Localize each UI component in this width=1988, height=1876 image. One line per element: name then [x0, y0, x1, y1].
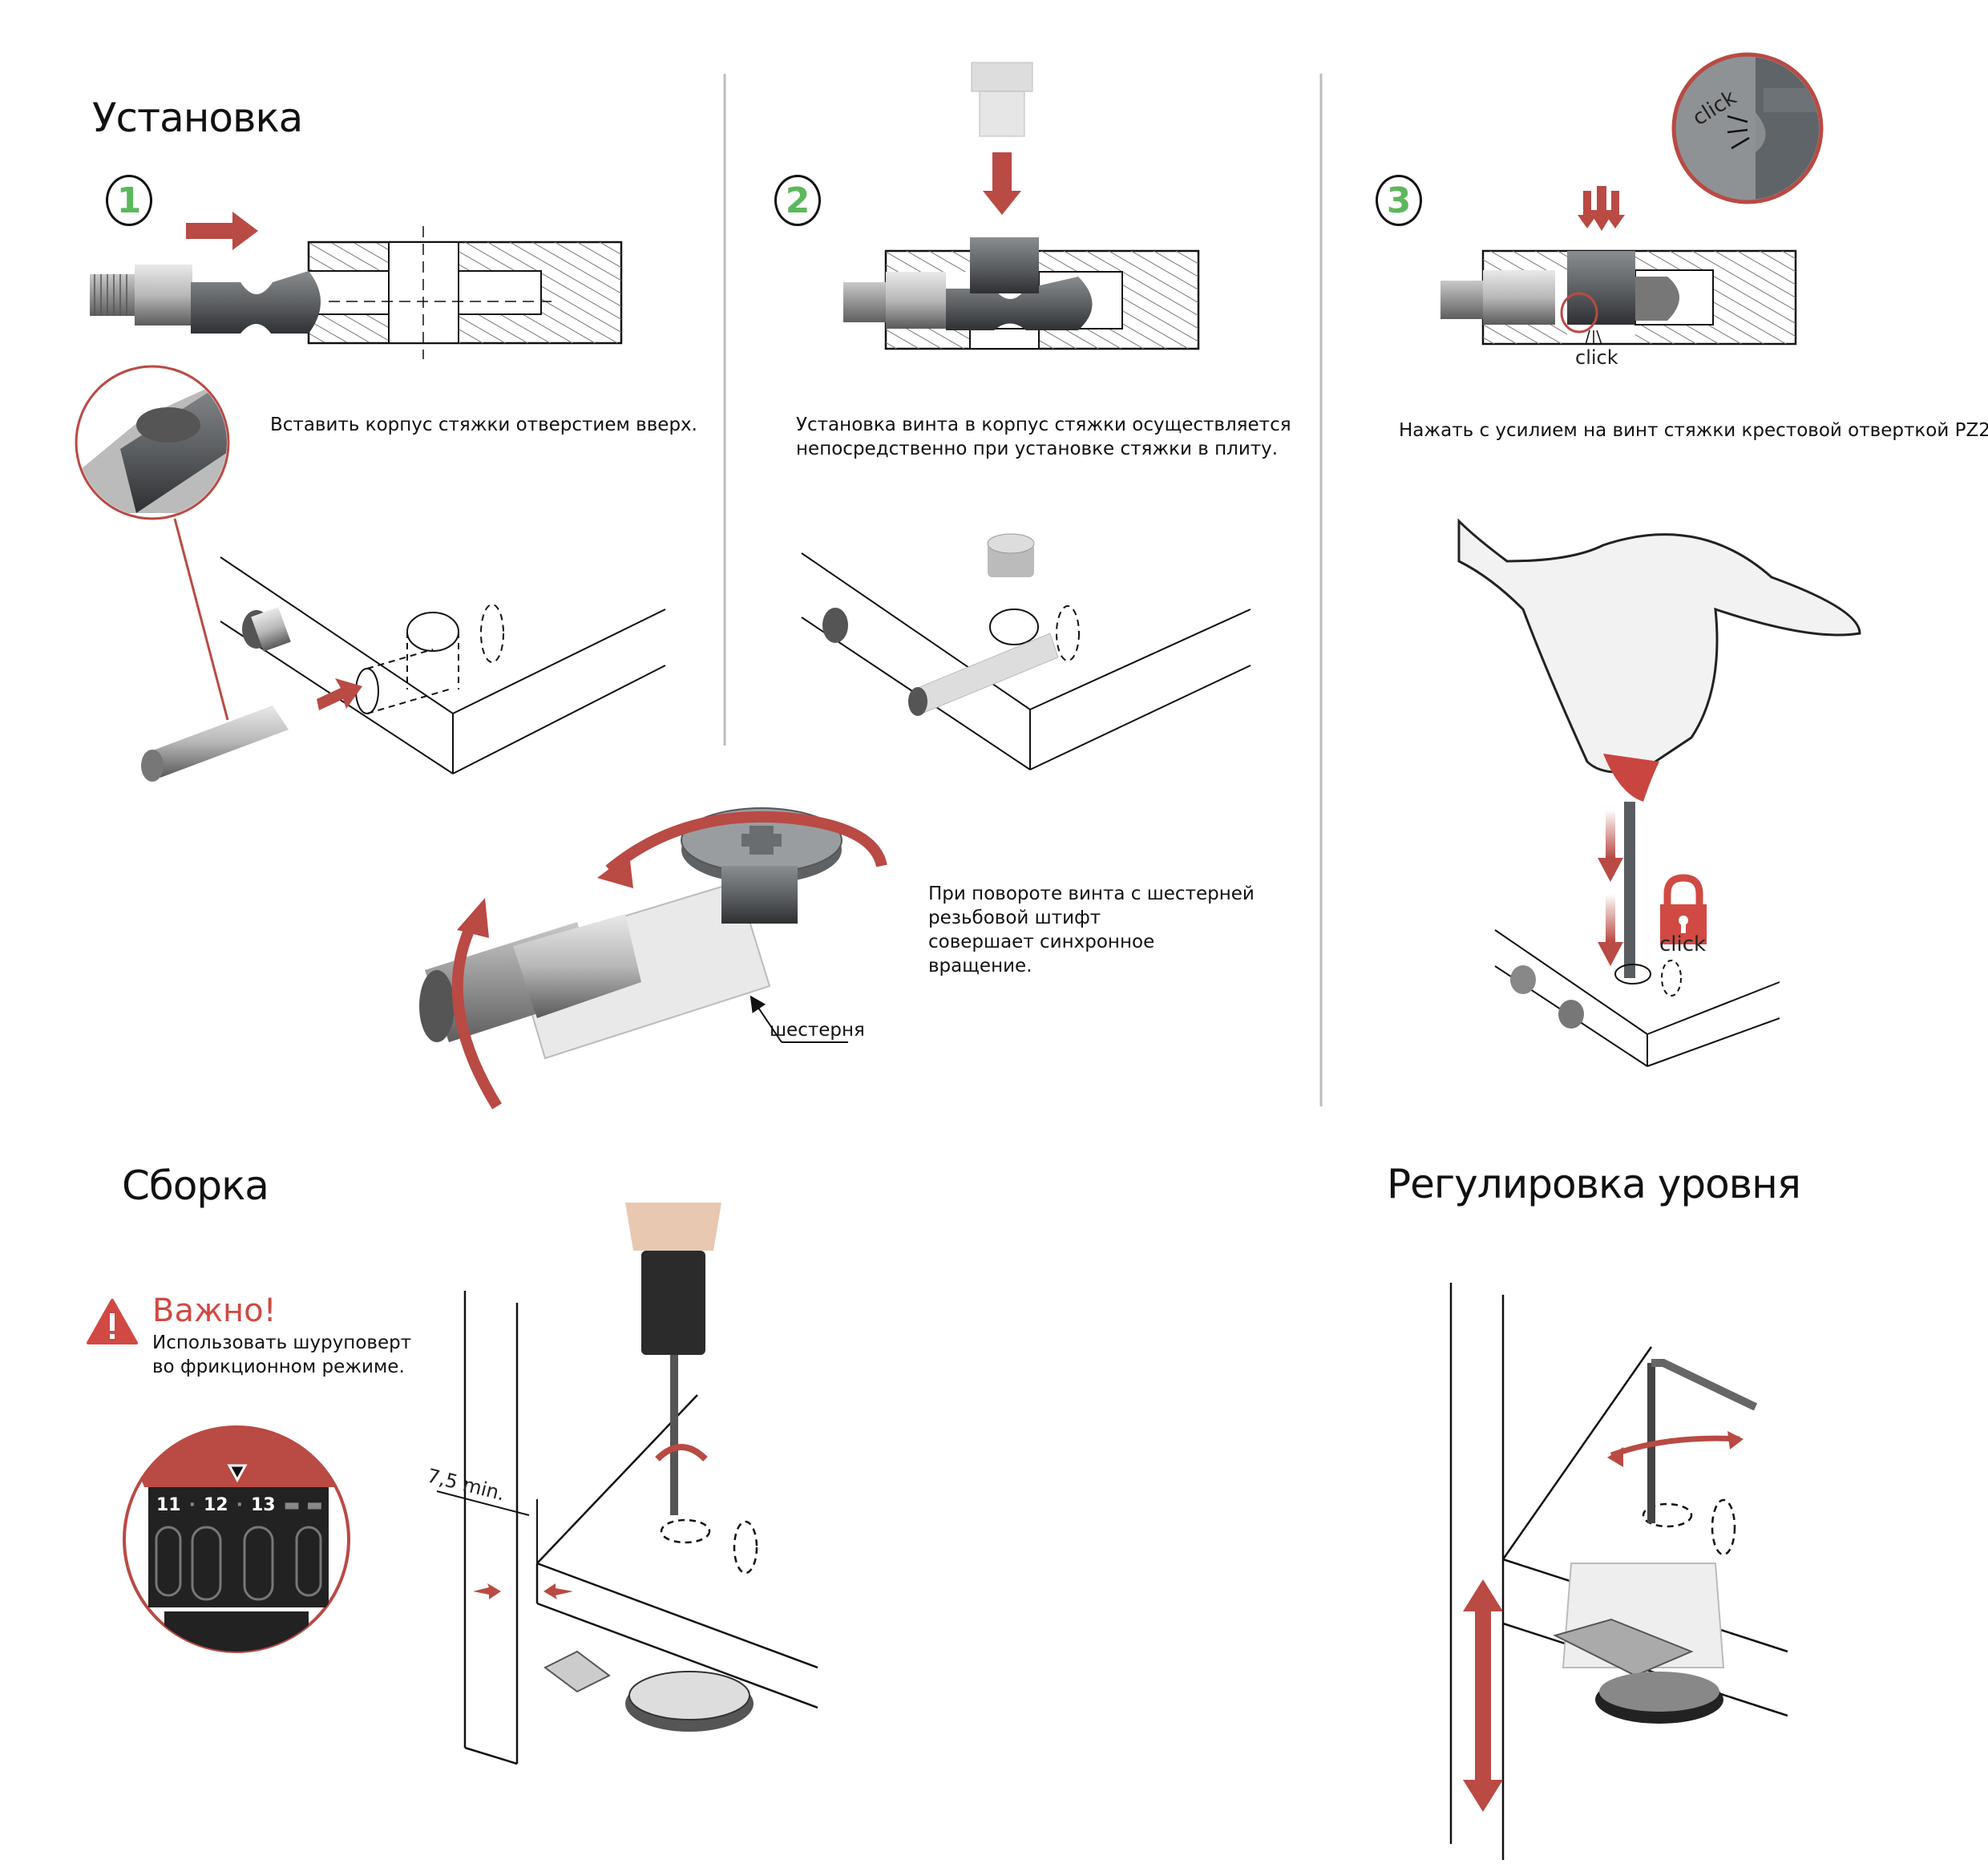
down-arrow [983, 152, 1021, 215]
step2-cross-section [843, 237, 1200, 350]
gear-note-line1: При повороте винта с шестерней [928, 883, 1255, 904]
step-number-1: 1 [106, 175, 152, 226]
step3-caption: Нажать с усилием на винт стяжки крестово… [1399, 420, 1988, 441]
click-detail-bubble [1671, 52, 1824, 204]
clutch-scale: 11 · 12 · 13 ▬ ▬ [156, 1495, 323, 1515]
step1-cross-section [307, 226, 623, 359]
step3-cross-section [1440, 186, 1797, 346]
dowel-part [242, 607, 291, 652]
direction-arrow [186, 212, 258, 250]
gear-rotation-illustration [419, 807, 887, 1110]
step2-caption-line1: Установка винта в корпус стяжки осуществ… [796, 414, 1291, 435]
dowels-step3 [1510, 965, 1584, 1029]
section-title-leveling: Регулировка уровня [1387, 1161, 1801, 1207]
gap-arrow-right [543, 1583, 573, 1599]
leveling-foot [1553, 1563, 1725, 1724]
hex-key [1607, 1359, 1758, 1523]
step-number-3: 3 [1376, 175, 1422, 226]
cam-screw-part [971, 62, 1033, 137]
step1-caption: Вставить корпус стяжки отверстием вверх. [270, 414, 697, 435]
click-label-section: click [1575, 346, 1618, 369]
cam-housing-iso [141, 706, 289, 782]
gear-callout-label: шестерня [770, 1020, 865, 1041]
isometric-panel-step3 [1494, 929, 1780, 1067]
warning-triangle-icon [87, 1299, 138, 1344]
important-line2: во фрикционном режиме. [152, 1356, 405, 1377]
hand-with-screwdriver [1457, 518, 1861, 978]
isometric-panel-step1 [220, 556, 666, 774]
lock-icon [1660, 874, 1707, 944]
dot-separator: · [188, 1495, 196, 1515]
cam-screw-iso [987, 533, 1035, 577]
important-line1: Использовать шуруповерт [152, 1332, 412, 1353]
click-label-lock: click [1659, 932, 1707, 956]
clutch-setting-11: 11 [156, 1495, 181, 1515]
clutch-setting-12: 12 [203, 1495, 228, 1515]
section-title-assembly: Сборка [122, 1162, 269, 1209]
step2-caption-line2: непосредственно при установке стяжки в п… [796, 439, 1279, 459]
leveling-foot-assembly [543, 1650, 754, 1732]
step-number-2: 2 [774, 175, 821, 226]
height-adjust-arrow [1463, 1579, 1503, 1812]
important-title: Важно! [152, 1292, 277, 1329]
detail-zoom-bubble [75, 365, 230, 721]
section-title-installation: Установка [92, 95, 303, 141]
drill-mode-marks: ▬ ▬ [283, 1495, 323, 1515]
clutch-setting-13: 13 [250, 1495, 276, 1515]
cam-housing-iso-step2 [822, 608, 1059, 716]
gear-note-line2: резьбовой штифт [928, 908, 1101, 928]
insert-arrow [317, 678, 362, 710]
dot-separator: · [236, 1495, 243, 1515]
gap-arrow-left [473, 1583, 501, 1599]
cam-housing-part [90, 265, 321, 334]
drill-clutch-dial [123, 1425, 350, 1653]
gear-note-line3: совершает синхронное [928, 932, 1155, 952]
drill-illustration [625, 1203, 721, 1515]
gear-note-line4: вращение. [928, 956, 1032, 976]
assembly-drawing [436, 1291, 818, 1765]
